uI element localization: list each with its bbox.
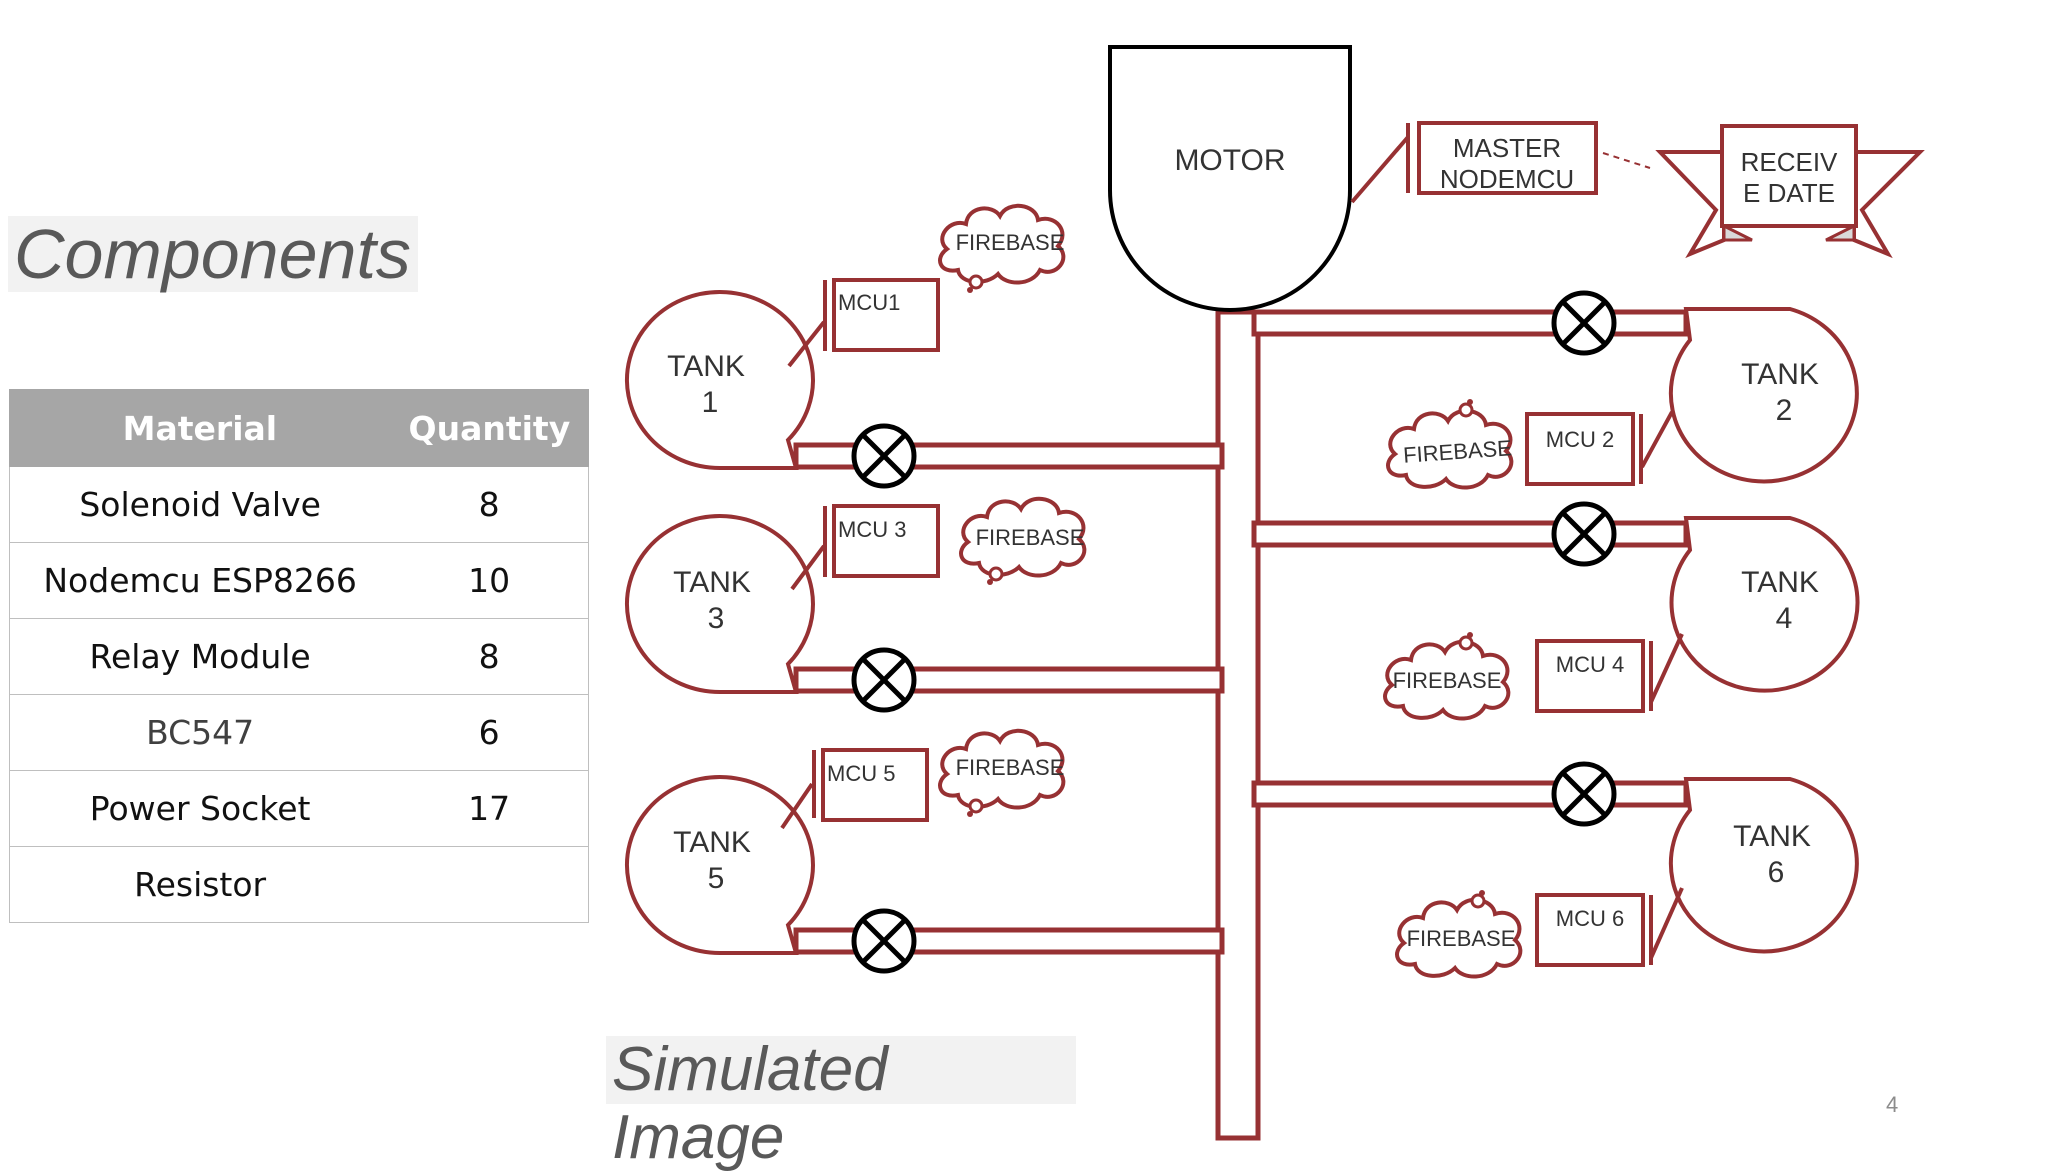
valve-icon <box>1554 293 1614 353</box>
firebase-label: FIREBASE <box>1407 926 1516 951</box>
firebase-cloud-1: FIREBASE <box>938 203 1066 293</box>
mcu-6: MCU 6 <box>1535 887 1684 967</box>
dashed-link <box>1602 152 1651 169</box>
mcu-4-label: MCU 4 <box>1556 652 1624 677</box>
master-line-2: NODEMCU <box>1440 164 1574 194</box>
firebase-label: FIREBASE <box>976 525 1085 550</box>
tank-3: TANK 3 <box>625 514 815 694</box>
firebase-cloud-5: FIREBASE <box>1383 632 1511 721</box>
mcu-3: MCU 3 <box>790 504 940 591</box>
receive-line-2: E DATE <box>1743 178 1835 208</box>
pipe-tank-6 <box>1251 780 1689 808</box>
mcu-2: MCU 2 <box>1525 411 1674 486</box>
material-cell: Power Socket <box>9 770 391 847</box>
motor-label: MOTOR <box>1174 144 1285 177</box>
header-material: Material <box>9 389 391 467</box>
mcu-1-label: MCU1 <box>838 290 900 315</box>
quantity-cell: 6 <box>390 694 590 771</box>
mcu-3-label: MCU 3 <box>838 517 906 542</box>
tank-3-number: 3 <box>708 602 725 635</box>
material-cell: Relay Module <box>9 618 391 695</box>
mcu-5-label: MCU 5 <box>827 761 895 786</box>
quantity-cell: 8 <box>390 466 590 543</box>
quantity-cell <box>390 846 590 923</box>
tank-2-name: TANK <box>1741 358 1819 391</box>
tank-5-name: TANK <box>673 826 751 859</box>
valve-icon <box>854 426 914 486</box>
mcu-6-label: MCU 6 <box>1556 906 1624 931</box>
mcu-5: MCU 5 <box>780 748 929 830</box>
material-cell: Resistor <box>9 846 391 923</box>
firebase-label: FIREBASE <box>956 230 1065 255</box>
tank-2-number: 2 <box>1776 394 1793 427</box>
tank-6-name: TANK <box>1733 820 1811 853</box>
pipe-tank-4 <box>1251 520 1689 548</box>
tank-1-name: TANK <box>667 350 745 383</box>
firebase-cloud-3: FIREBASE <box>938 728 1066 817</box>
pipe-tank-2 <box>1251 309 1689 337</box>
components-heading: Components <box>8 216 418 292</box>
quantity-cell: 10 <box>390 542 590 619</box>
valve-icon <box>854 911 914 971</box>
master-line-1: MASTER <box>1453 133 1561 163</box>
firebase-cloud-4: FIREBASE <box>1386 399 1514 490</box>
mcu-4: MCU 4 <box>1535 633 1684 713</box>
quantity-cell: 17 <box>390 770 590 847</box>
material-cell: Solenoid Valve <box>9 466 391 543</box>
tank-3-name: TANK <box>673 566 751 599</box>
table-row: BC547 6 <box>9 694 590 771</box>
tank-5: TANK 5 <box>625 775 815 955</box>
valve-icon <box>1554 764 1614 824</box>
header-quantity: Quantity <box>389 389 590 467</box>
firebase-label: FIREBASE <box>956 755 1065 780</box>
mcu-2-label: MCU 2 <box>1546 427 1614 452</box>
receive-data-banner: RECEIV E DATE <box>1655 124 1925 259</box>
tank-5-number: 5 <box>708 862 725 895</box>
tank-1-number: 1 <box>702 386 719 419</box>
tank-4-number: 4 <box>1776 602 1793 635</box>
valve-icon <box>1554 504 1614 564</box>
material-cell: Nodemcu ESP8266 <box>9 542 391 619</box>
mcu-1: MCU1 <box>787 278 940 368</box>
receive-line-1: RECEIV <box>1741 147 1838 177</box>
tank-6: TANK 6 <box>1668 777 1859 954</box>
simulated-image-heading: Simulated Image <box>606 1036 1076 1172</box>
tank-2: TANK 2 <box>1668 307 1859 484</box>
materials-table: Material Quantity Solenoid Valve 8 Nodem… <box>9 389 590 923</box>
tank-1: TANK 1 <box>625 290 815 470</box>
table-row: Power Socket 17 <box>9 770 590 847</box>
tank-4-name: TANK <box>1741 566 1819 599</box>
motor: MOTOR <box>1108 45 1352 312</box>
page-number: 4 <box>1886 1092 1899 1117</box>
table-row: Solenoid Valve 8 <box>9 466 590 543</box>
table-row: Relay Module 8 <box>9 618 590 695</box>
main-pipe <box>1215 309 1261 1141</box>
master-nodemcu: MASTER NODEMCU <box>1350 121 1598 204</box>
firebase-cloud-2: FIREBASE <box>959 496 1087 585</box>
firebase-label: FIREBASE <box>1393 668 1502 693</box>
table-row: Nodemcu ESP8266 10 <box>9 542 590 619</box>
table-header-row: Material Quantity <box>9 389 590 467</box>
material-cell: BC547 <box>9 694 391 771</box>
firebase-cloud-6: FIREBASE <box>1395 890 1523 979</box>
table-row: Resistor <box>9 846 590 923</box>
valve-icon <box>854 650 914 710</box>
tank-4: TANK 4 <box>1669 516 1860 693</box>
tank-6-number: 6 <box>1768 856 1785 889</box>
